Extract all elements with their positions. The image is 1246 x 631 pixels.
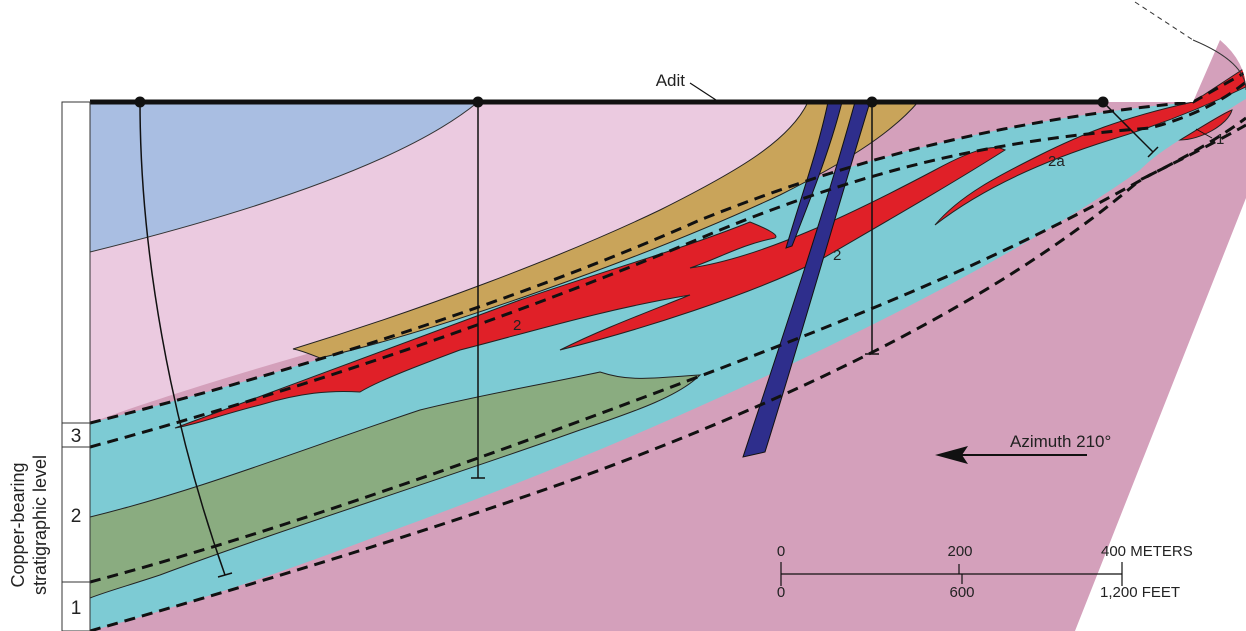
- level-2-label: 2: [71, 506, 82, 527]
- adit-label: Adit: [656, 71, 686, 90]
- dike-main: [742, 101, 871, 458]
- adit-leader: [689, 82, 717, 101]
- axis-title-line1: Copper-bearing: [8, 462, 28, 587]
- ore-zone-2-label-a: 2: [513, 317, 521, 334]
- scale-bar: 0 200 400 METERS 0 600 1,200 FEET: [777, 543, 1193, 601]
- drill-collars: [134, 96, 1109, 108]
- drill-holes: [139, 101, 1159, 578]
- ore-lens-1: [1178, 109, 1233, 141]
- scale-ft-0: 0: [777, 584, 785, 601]
- axis-title-line2: stratigraphic level: [30, 455, 50, 595]
- green-unit: [90, 371, 702, 599]
- level-3-label: 3: [71, 426, 82, 447]
- level-1-label: 1: [71, 598, 82, 619]
- tan-unit: [292, 101, 920, 359]
- drill-hole-4: [1102, 101, 1154, 153]
- ore-zone-2a-label: 2a: [1048, 153, 1065, 170]
- scale-m-0: 0: [777, 543, 785, 560]
- ore-lens-1-label: 1: [1216, 131, 1224, 148]
- surface-projection: [1134, 1, 1194, 41]
- drill-hole-1: [139, 101, 226, 576]
- ore-zone-2a: [934, 57, 1246, 226]
- ore-zone-2: [174, 147, 1007, 429]
- dashed-contacts: [90, 70, 1246, 631]
- dike-upper: [785, 101, 843, 249]
- stratigraphic-column: 3 2 1: [61, 101, 91, 631]
- scale-m-200: 200: [947, 543, 972, 560]
- scale-m-400: 400 METERS: [1101, 543, 1193, 560]
- azimuth-arrow: [935, 446, 1087, 464]
- blue-unit: [90, 101, 480, 253]
- ore-zone-2-label-b: 2: [833, 247, 841, 264]
- section-frame-topright: [1192, 39, 1246, 91]
- scale-ft-600: 600: [949, 584, 974, 601]
- scale-ft-1200: 1,200 FEET: [1100, 584, 1180, 601]
- azimuth-label: Azimuth 210°: [1010, 432, 1111, 451]
- ore-lens-1-leader: [1195, 128, 1213, 139]
